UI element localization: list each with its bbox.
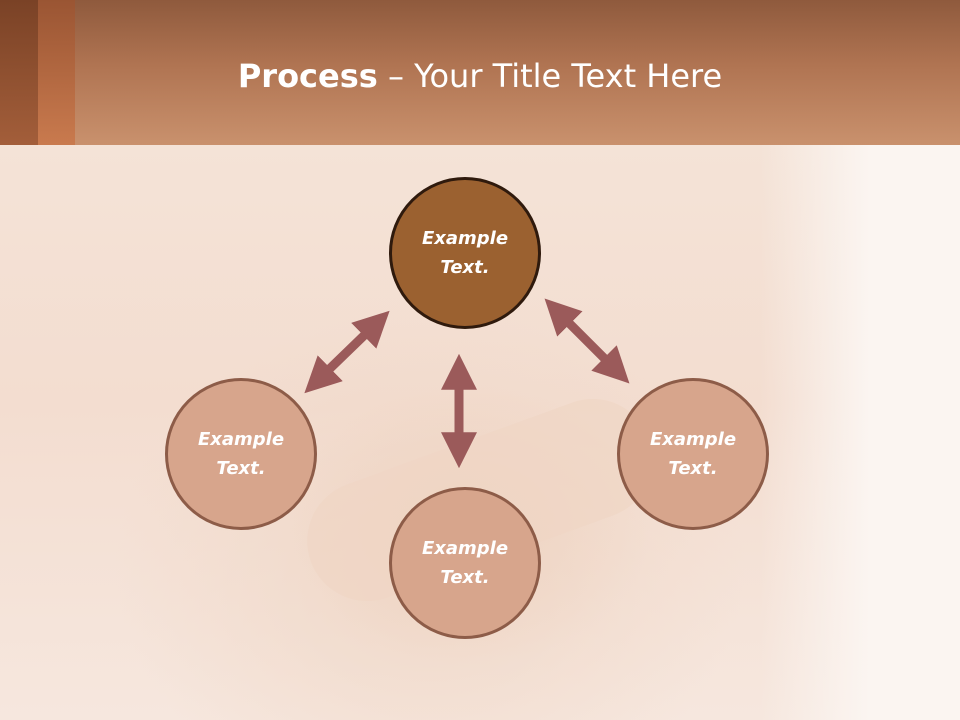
arrow-top-right: [544, 298, 630, 384]
accent-stripe-dark: [0, 0, 38, 145]
background-fade: [760, 145, 960, 720]
title-bar: Process – Your Title Text Here: [0, 0, 960, 145]
node-right-line1: Example: [649, 429, 737, 450]
node-bottom-line1: Example: [421, 538, 509, 559]
node-right-line2: Text.: [668, 458, 718, 479]
node-bottom-line2: Text.: [440, 567, 490, 588]
process-node-bottom: Example Text.: [389, 487, 541, 639]
accent-stripe-light: [38, 0, 75, 145]
title-bold: Process: [237, 57, 378, 95]
node-left-line1: Example: [197, 429, 285, 450]
node-top-line1: Example: [421, 228, 509, 249]
node-top-line2: Text.: [440, 257, 490, 278]
process-node-top: Example Text.: [389, 177, 541, 329]
node-bottom-text: Example Text.: [410, 534, 520, 592]
node-top-text: Example Text.: [410, 224, 520, 282]
node-right-text: Example Text.: [638, 425, 748, 483]
node-left-text: Example Text.: [186, 425, 296, 483]
arrow-top-left: [304, 310, 390, 394]
title-rest: – Your Title Text Here: [377, 57, 723, 95]
process-node-right: Example Text.: [617, 378, 769, 530]
slide-title: Process – Your Title Text Here: [0, 54, 960, 98]
process-node-left: Example Text.: [165, 378, 317, 530]
node-left-line2: Text.: [216, 458, 266, 479]
